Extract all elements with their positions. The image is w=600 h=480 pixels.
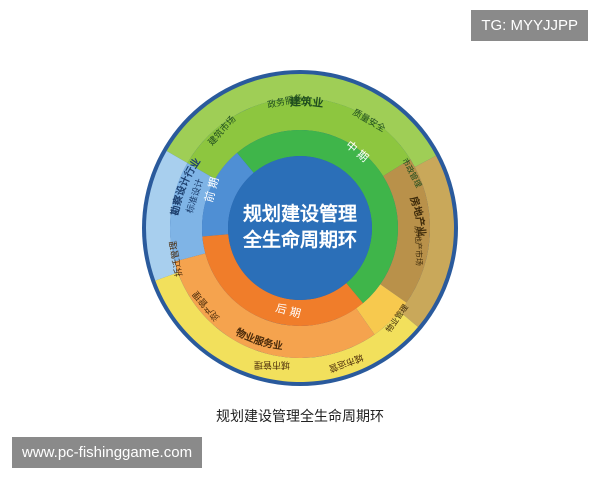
watermark-url: www.pc-fishinggame.com: [12, 437, 203, 468]
middle-segment-yellow: [356, 284, 407, 335]
inner-segment-mid: [237, 130, 398, 304]
diagram-caption: 规划建设管理全生命周期环: [216, 409, 384, 425]
middle-segment-orange: [174, 253, 375, 359]
middle-segment-green: [187, 97, 411, 179]
inner-label-pre: 前 期: [201, 176, 221, 204]
middle-label-real-estate-market: 房地产市场: [413, 226, 424, 266]
watermark-tag: TG: MYYJJPP: [471, 10, 588, 41]
middle-label-city-mgmt: 城市管理: [254, 359, 290, 371]
outer-segment-property: [155, 272, 418, 382]
center-title-line1: 规划建设管理: [243, 202, 357, 225]
lifecycle-ring-diagram: 规划建设管理 全生命周期环 前 期 中 期 后 期 标准设计 建筑市场 政务服务…: [142, 70, 458, 386]
outer-segment-survey: [145, 151, 188, 281]
center-title-line2: 全生命周期环: [242, 228, 357, 251]
middle-segment-brown: [380, 159, 430, 303]
inner-label-post: 后 期: [274, 301, 302, 320]
outer-segment-realestate: [399, 155, 454, 327]
outer-label-construction: 建筑业: [289, 94, 324, 110]
center-disk: [228, 156, 372, 300]
outer-segment-construction: [166, 73, 436, 167]
inner-segment-pre: [202, 152, 254, 237]
inner-segment-post: [202, 234, 363, 326]
middle-segment-blue: [170, 163, 216, 262]
